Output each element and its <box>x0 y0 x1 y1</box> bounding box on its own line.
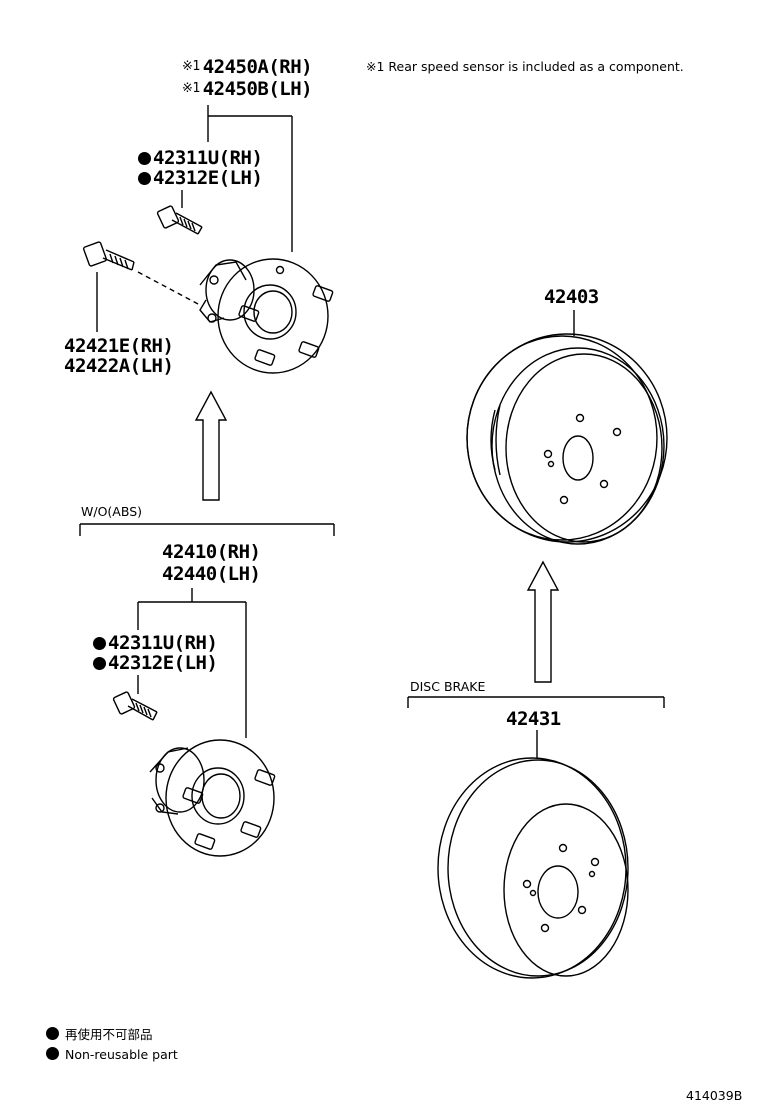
part-number-42450a-text: 42450A(RH) <box>202 56 313 78</box>
part-number-42410: 42410(RH) <box>162 541 261 563</box>
ref-mark: ※1 <box>182 59 200 74</box>
figure-id: 414039B <box>686 1088 743 1103</box>
hub-bolt-42311u-bottom <box>112 691 158 721</box>
section-label-disc-brake: DISC BRAKE <box>410 679 486 694</box>
part-number-42431: 42431 <box>506 708 561 730</box>
bracket-hub-abs <box>96 105 293 332</box>
hub-bolt-42311u-top <box>156 205 203 235</box>
brake-disc-42431 <box>437 757 629 979</box>
part-number-42312e-top: 42312E(LH) <box>138 167 263 189</box>
hub-bolt-42421e <box>82 241 201 306</box>
part-number-42312e-bottom: 42312E(LH) <box>93 652 218 674</box>
non-reusable-dot-icon <box>46 1027 59 1040</box>
part-number-42403: 42403 <box>544 286 599 308</box>
legend-en: Non-reusable part <box>46 1047 178 1062</box>
non-reusable-dot-icon <box>138 172 151 185</box>
bracket-disc-brake <box>407 696 665 758</box>
axle-hub-noabs <box>149 739 276 857</box>
legend-jp-text: 再使用不可部品 <box>64 1027 153 1042</box>
part-number-42422a: 42422A(LH) <box>64 355 174 377</box>
part-number-42311u-top: 42311U(RH) <box>138 147 263 169</box>
part-number-42312e-bottom-text: 42312E(LH) <box>108 652 218 674</box>
bracket-hub-noabs <box>137 588 247 738</box>
axle-hub-abs <box>199 258 334 374</box>
arrow-up-right <box>526 560 560 683</box>
arrow-up-top <box>194 390 228 501</box>
ref-mark: ※1 <box>182 81 200 96</box>
part-number-42440: 42440(LH) <box>162 563 261 585</box>
part-number-42450b-text: 42450B(LH) <box>202 78 313 100</box>
non-reusable-dot-icon <box>46 1047 59 1060</box>
non-reusable-dot-icon <box>93 657 106 670</box>
section-label-wo-abs: W/O(ABS) <box>81 504 143 519</box>
sensor-footnote: ※1 Rear speed sensor is included as a co… <box>366 59 684 74</box>
brake-drum-42403 <box>466 310 668 545</box>
legend-jp: 再使用不可部品 <box>46 1027 153 1042</box>
non-reusable-dot-icon <box>93 637 106 650</box>
part-number-42421e: 42421E(RH) <box>64 335 174 357</box>
legend-en-text: Non-reusable part <box>64 1047 178 1062</box>
part-number-42312e-top-text: 42312E(LH) <box>153 167 263 189</box>
part-number-42311u-top-text: 42311U(RH) <box>153 147 263 169</box>
bracket-wo-abs <box>79 523 335 536</box>
non-reusable-dot-icon <box>138 152 151 165</box>
part-number-42311u-bottom: 42311U(RH) <box>93 632 218 654</box>
part-number-42311u-bottom-text: 42311U(RH) <box>108 632 218 654</box>
